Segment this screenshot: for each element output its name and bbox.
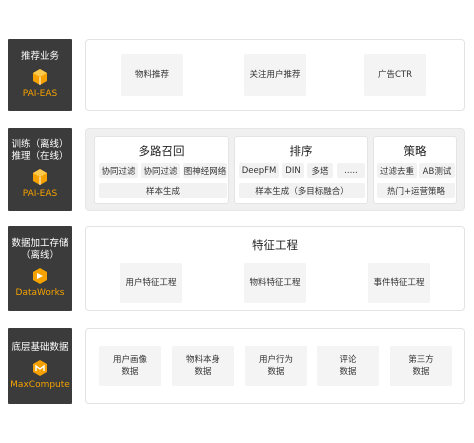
box-line1: 物料本身 数据 [185, 355, 220, 377]
chip: 多塔 [307, 163, 333, 178]
box-line1: 第三方 数据 [408, 355, 434, 377]
layer-title-line2: 推理（在线） [11, 151, 69, 162]
chip: AB测试 [419, 163, 455, 178]
chip: 图神经网络 [183, 163, 227, 178]
maxcompute-icon [30, 358, 50, 378]
product-name: PAI-EAS [22, 88, 58, 99]
layer-title-line2: （离线） [20, 250, 59, 261]
box-line1: 评论 数据 [339, 355, 357, 377]
data-box-behavior: 用户行为 数据 [245, 346, 307, 386]
business-box-item-rec: 物料推荐 [121, 54, 183, 96]
data-box-comment: 评论 数据 [317, 346, 379, 386]
feature-box-item: 物料特征工程 [244, 263, 306, 303]
chip: DeepFM [239, 163, 279, 178]
product-name: MaxCompute [10, 379, 70, 390]
data-box-user-profile: 用户画像 数据 [99, 346, 161, 386]
layer-label-business: 推荐业务 PAI-EAS [8, 39, 72, 111]
group-title: 策略 [403, 144, 427, 158]
business-box-follow-rec: 关注用户推荐 [244, 54, 306, 96]
group-footer: 样本生成 [99, 183, 227, 198]
layer-title-line1: 训练（离线） [11, 139, 69, 150]
layer-title: 推荐业务 [20, 50, 59, 62]
panel-title: 特征工程 [252, 238, 298, 252]
layer-label-data-processing: 数据加工存储 （离线） DataWorks [8, 226, 72, 311]
chip: 过滤去重 [377, 163, 417, 178]
group-strategy: 策略 过滤去重 AB测试 热门+运营策略 [373, 136, 457, 204]
chip: DIN [282, 163, 304, 178]
feature-box-user: 用户特征工程 [120, 263, 182, 303]
box-line1: 用户画像 数据 [112, 355, 147, 377]
layer-title-line1: 数据加工存储 [11, 238, 69, 249]
feature-engineering-panel: 特征工程 用户特征工程 物料特征工程 事件特征工程 [85, 226, 465, 311]
chip: ..... [337, 163, 365, 178]
business-box-ad-ctr: 广告CTR [364, 54, 426, 96]
base-data-panel: 用户画像 数据 物料本身 数据 用户行为 数据 评论 数据 第三方 数据 [85, 328, 465, 404]
group-footer: 热门+运营策略 [377, 183, 455, 198]
group-title: 多路召回 [138, 144, 185, 158]
business-panel: 物料推荐 关注用户推荐 广告CTR [85, 39, 465, 111]
layer-label-base-data: 底层基础数据 MaxCompute [8, 328, 72, 404]
chip: 协同过滤 [99, 163, 138, 178]
train-infer-panel: 多路召回 协同过滤 协同过滤 图神经网络 样本生成 排序 DeepFM DIN … [85, 128, 465, 211]
layer-label-train-infer: 训练（离线） 推理（在线） PAI-EAS [8, 128, 72, 211]
box-line1: 用户行为 数据 [258, 355, 293, 377]
dataworks-icon [30, 266, 50, 286]
feature-box-event: 事件特征工程 [368, 263, 430, 303]
data-box-third-party: 第三方 数据 [390, 346, 452, 386]
group-title: 排序 [289, 144, 313, 158]
product-name: PAI-EAS [22, 189, 58, 199]
group-ranking: 排序 DeepFM DIN 多塔 ..... 样本生成（多目标融合） [234, 136, 368, 204]
group-recall: 多路召回 协同过滤 协同过滤 图神经网络 样本生成 [94, 136, 229, 204]
product-name: DataWorks [15, 288, 65, 298]
cube-icon [30, 67, 50, 87]
chip: 协同过滤 [141, 163, 180, 178]
layer-title: 底层基础数据 [11, 341, 69, 353]
data-box-item: 物料本身 数据 [172, 346, 234, 386]
group-footer: 样本生成（多目标融合） [239, 183, 365, 198]
cube-icon [30, 167, 50, 187]
